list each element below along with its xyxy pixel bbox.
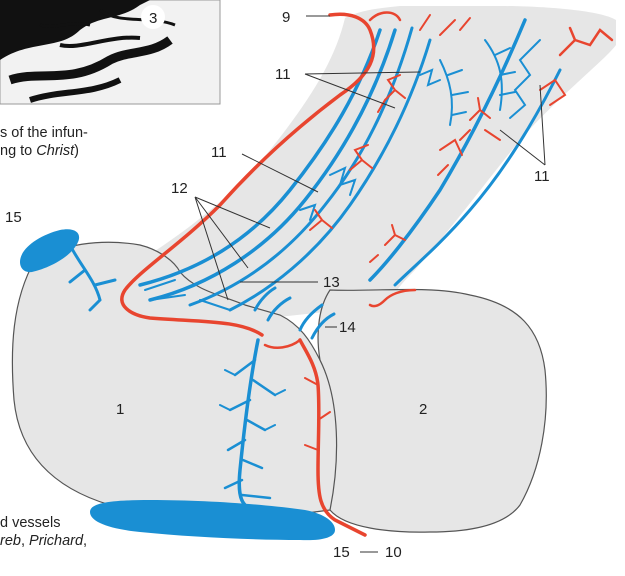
label-9: 9 xyxy=(282,9,290,26)
upper-caption-line2: ng to Christ) xyxy=(0,142,88,160)
label-11-mid: 11 xyxy=(211,144,227,161)
label-lobe-1: 1 xyxy=(116,401,124,418)
lower-caption: d vessels reb, Prichard, xyxy=(0,514,87,550)
label-11-top: 11 xyxy=(275,66,291,83)
label-15-top: 15 xyxy=(5,209,22,226)
upper-caption: s of the infun- ng to Christ) xyxy=(0,124,88,160)
label-14: 14 xyxy=(339,319,356,336)
lower-caption-line2: reb, Prichard, xyxy=(0,532,87,550)
label-lobe-2: 2 xyxy=(419,401,427,418)
label-12: 12 xyxy=(171,180,188,197)
label-11-right: 11 xyxy=(534,168,550,185)
lower-caption-line1: d vessels xyxy=(0,514,87,532)
label-10: 10 xyxy=(385,544,402,561)
inset-marker: 3 xyxy=(149,10,157,27)
inset-micrograph: 3 xyxy=(0,0,220,104)
label-15-bottom: 15 xyxy=(333,544,350,561)
label-13: 13 xyxy=(323,274,340,291)
upper-caption-line1: s of the infun- xyxy=(0,124,88,142)
